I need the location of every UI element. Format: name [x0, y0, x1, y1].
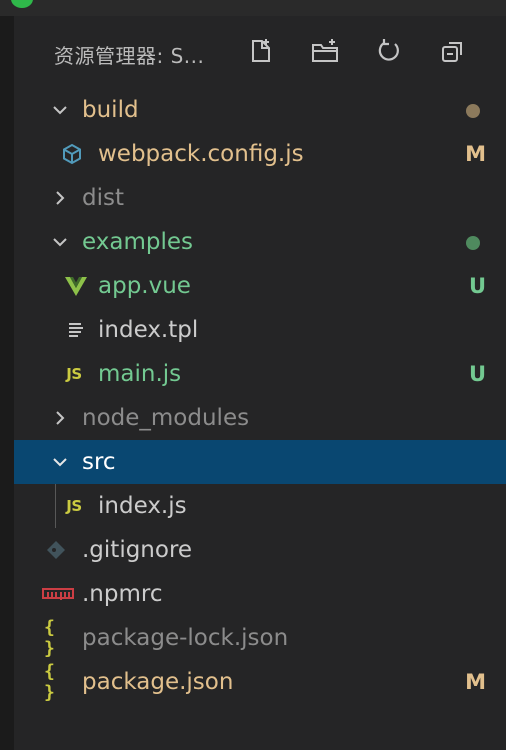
untracked-dot [466, 236, 480, 250]
file-label: main.js [98, 361, 182, 387]
explorer-title: 资源管理器: S... [54, 44, 205, 68]
file-tree: build webpack.config.js M dist [14, 88, 506, 704]
collapse-all-button[interactable] [436, 34, 470, 68]
folder-src[interactable]: src [14, 440, 506, 484]
folder-dist[interactable]: dist [14, 176, 506, 220]
braces-icon: { } [44, 617, 55, 659]
chevron-down-icon [53, 238, 67, 247]
folder-examples[interactable]: examples [14, 220, 506, 264]
braces-icon: { } [44, 661, 55, 703]
explorer-header: 资源管理器: S... [14, 16, 506, 88]
window-zoom-button[interactable] [11, 0, 33, 8]
folder-label: build [82, 97, 139, 123]
lines-icon [64, 318, 88, 342]
new-folder-icon [312, 39, 338, 62]
chevron-right-icon [56, 191, 65, 205]
file-main-js[interactable]: JS main.js U [14, 352, 506, 396]
npm-icon [42, 582, 74, 606]
git-status-badge: U [468, 274, 486, 298]
folder-label: src [82, 449, 116, 475]
file-package-json[interactable]: { } package.json M [14, 660, 506, 704]
folder-build[interactable]: build [14, 88, 506, 132]
js-icon: JS [66, 497, 82, 515]
webpack-cube-icon [60, 142, 84, 166]
file-package-lock-json[interactable]: { } package-lock.json [14, 616, 506, 660]
file-label: .gitignore [82, 537, 193, 563]
collapse-all-icon [442, 42, 462, 62]
refresh-button[interactable] [372, 34, 406, 68]
refresh-icon [378, 39, 399, 61]
file-label: index.js [98, 493, 187, 519]
chevron-down-icon [53, 458, 67, 467]
modified-dot [466, 104, 480, 118]
git-status-badge: M [465, 670, 486, 694]
file-gitignore[interactable]: .gitignore [14, 528, 506, 572]
file-label: package-lock.json [82, 625, 289, 651]
title-bar [0, 0, 506, 16]
new-file-button[interactable] [244, 34, 278, 68]
file-label: webpack.config.js [98, 141, 304, 167]
folder-label: examples [82, 229, 193, 255]
explorer-panel: 资源管理器: S... [14, 16, 506, 750]
new-folder-button[interactable] [308, 34, 342, 68]
file-app-vue[interactable]: app.vue U [14, 264, 506, 308]
file-label: package.json [82, 669, 234, 695]
chevron-down-icon [53, 106, 67, 115]
file-label: .npmrc [82, 581, 163, 607]
chevron-right-icon [56, 411, 65, 425]
file-index-js[interactable]: JS index.js [14, 484, 506, 528]
file-label: app.vue [98, 273, 191, 299]
file-webpack-config[interactable]: webpack.config.js M [14, 132, 506, 176]
new-file-icon [252, 39, 270, 62]
file-label: index.tpl [98, 317, 199, 343]
folder-node-modules[interactable]: node_modules [14, 396, 506, 440]
git-diamond-icon [44, 538, 68, 562]
folder-label: dist [82, 185, 124, 211]
file-npmrc[interactable]: .npmrc [14, 572, 506, 616]
indent-guide [55, 484, 56, 528]
git-status-badge: U [468, 362, 486, 386]
vue-icon [64, 274, 88, 298]
file-index-tpl[interactable]: index.tpl [14, 308, 506, 352]
git-status-badge: M [465, 142, 486, 166]
js-icon: JS [66, 365, 82, 383]
folder-label: node_modules [82, 405, 250, 431]
